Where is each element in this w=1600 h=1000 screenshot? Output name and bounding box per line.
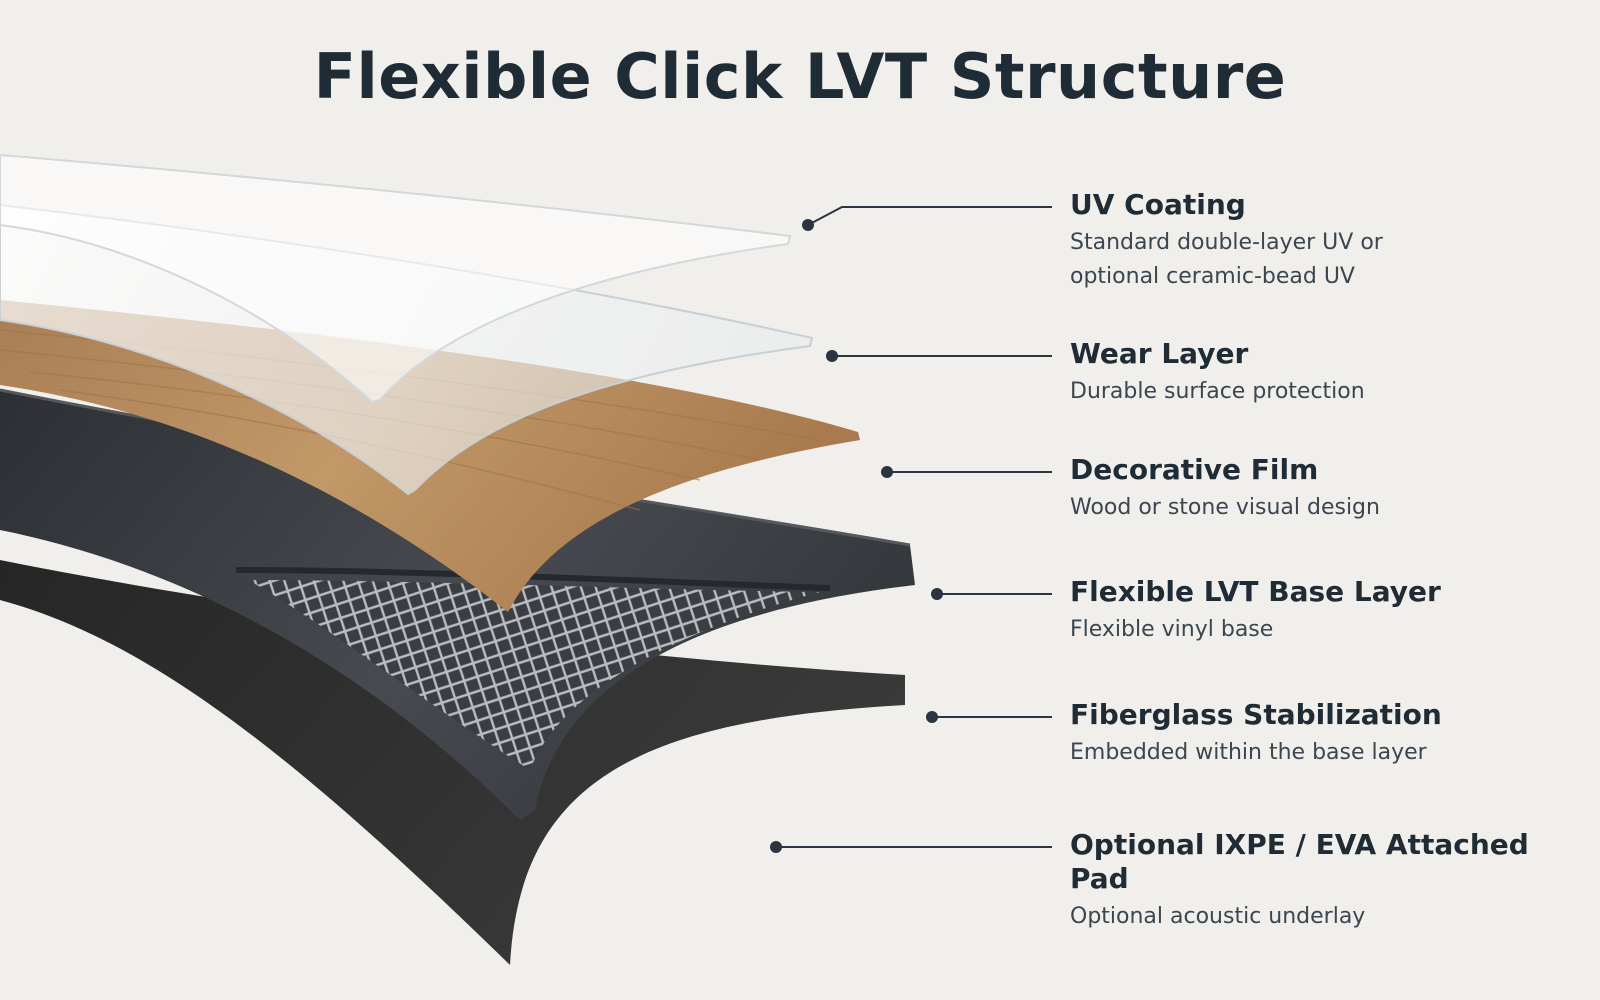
layer-description: Wood or stone visual design bbox=[1070, 491, 1570, 525]
layer-name: Wear Layer bbox=[1070, 337, 1249, 370]
layer-description-line: Durable surface protection bbox=[1070, 379, 1365, 404]
layer-name: Fiberglass Stabilization bbox=[1070, 698, 1442, 731]
attached-pad-layer bbox=[0, 560, 905, 965]
uv-coating-layer bbox=[0, 153, 792, 404]
fiberglass-mesh bbox=[248, 580, 820, 770]
layer-description: Embedded within the base layer bbox=[1070, 736, 1570, 770]
leader-line bbox=[807, 206, 1052, 226]
layer-description-line: optional ceramic-bead UV bbox=[1070, 264, 1355, 289]
diagram-title: Flexible Click LVT Structure bbox=[313, 40, 1287, 113]
layer-description: Optional acoustic underlay bbox=[1070, 900, 1570, 934]
layer-name: Optional IXPE / EVA Attached Pad bbox=[1070, 828, 1529, 895]
layer-description-line: Embedded within the base layer bbox=[1070, 740, 1427, 765]
layer-description: Durable surface protection bbox=[1070, 375, 1570, 409]
layer-name: Decorative Film bbox=[1070, 453, 1319, 486]
layer-name: UV Coating bbox=[1070, 188, 1246, 221]
fiberglass-mesh-rim bbox=[235, 567, 831, 591]
layer-description-line: Flexible vinyl base bbox=[1070, 617, 1274, 642]
layer-description: Standard double-layer UV or optional cera… bbox=[1070, 226, 1570, 294]
layer-description: Flexible vinyl base bbox=[1070, 613, 1570, 647]
layer-description-line: Wood or stone visual design bbox=[1070, 495, 1380, 520]
layer-description-line: Optional acoustic underlay bbox=[1070, 904, 1366, 929]
leader-lines bbox=[770, 206, 1052, 853]
layer-description-line: Standard double-layer UV or bbox=[1070, 230, 1383, 255]
layer-name: Flexible LVT Base Layer bbox=[1070, 575, 1441, 608]
